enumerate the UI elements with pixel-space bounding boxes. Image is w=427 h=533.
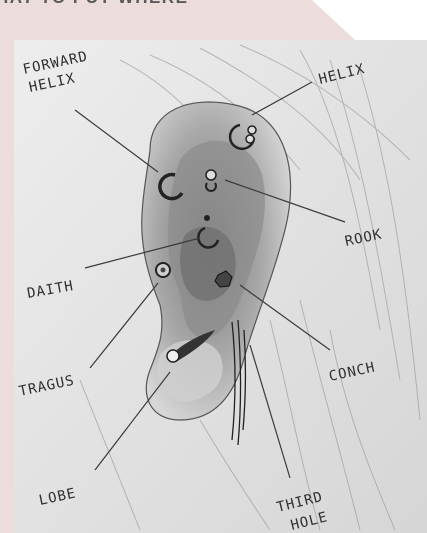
header-bar: HAT TO PUT WHERE	[0, 0, 280, 14]
tragus-stud	[156, 263, 170, 277]
ear-concha	[180, 227, 236, 301]
page-title: HAT TO PUT WHERE	[0, 0, 188, 8]
